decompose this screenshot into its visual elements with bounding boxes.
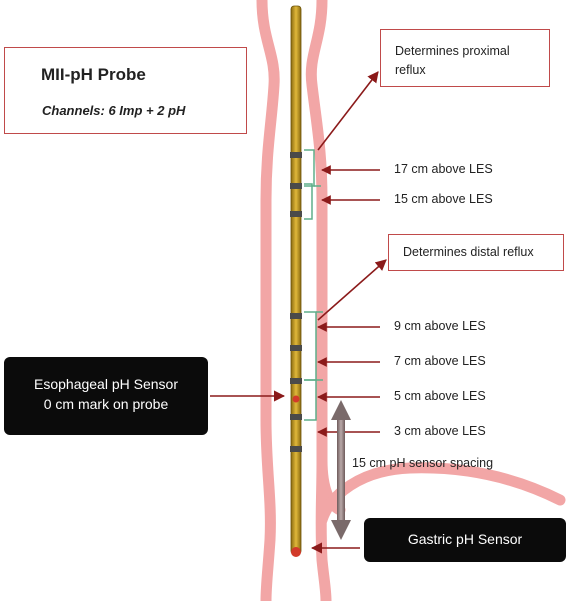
gastric-sensor-label: Gastric pH Sensor (407, 531, 523, 547)
sensor-label-5cm: 5 cm above LES (394, 389, 486, 403)
distal-brackets (304, 311, 323, 421)
spacing-label: 15 cm pH sensor spacing (352, 456, 494, 470)
sensor-label-3cm: 3 cm above LES (394, 424, 486, 438)
spacing-double-arrow (331, 400, 351, 540)
esophageal-ph-dot-icon (292, 395, 300, 403)
esophageal-sensor-line1: Esophageal pH Sensor (34, 376, 178, 392)
sensor-label-9cm: 9 cm above LES (394, 319, 486, 333)
probe-title: MII-pH Probe (41, 65, 146, 84)
esophagus-wall-left (256, 0, 280, 601)
probe-channels: Channels: 6 Imp + 2 pH (42, 103, 186, 118)
gastric-ph-sensor-box: Gastric pH Sensor (364, 518, 566, 562)
distal-reflux-box: Determines distal reflux (388, 234, 564, 271)
sensor-label-7cm: 7 cm above LES (394, 354, 486, 368)
proximal-brackets (304, 149, 321, 220)
proximal-callout-arrow (317, 71, 379, 151)
probe-title-box: MII-pH Probe Channels: 6 Imp + 2 pH (4, 47, 247, 134)
esophageal-sensor-line2: 0 cm mark on probe (43, 396, 169, 412)
probe-tip-icon (291, 547, 301, 557)
esophageal-ph-sensor-box: Esophageal pH Sensor 0 cm mark on probe (4, 357, 208, 435)
sensor-label-15cm: 15 cm above LES (394, 192, 493, 206)
distal-callout-arrow (317, 259, 387, 321)
impedance-rings (290, 152, 302, 452)
sensor-label-17cm: 17 cm above LES (394, 162, 493, 176)
sensor-arrows (317, 165, 380, 437)
distal-reflux-label: Determines distal reflux (403, 245, 534, 259)
proximal-reflux-box: Determines proximal reflux (380, 29, 550, 87)
stomach-wall (316, 462, 566, 526)
esophagus-wall-right (305, 0, 346, 601)
probe-body (290, 5, 302, 555)
proximal-reflux-label: Determines proximal reflux (395, 44, 510, 77)
